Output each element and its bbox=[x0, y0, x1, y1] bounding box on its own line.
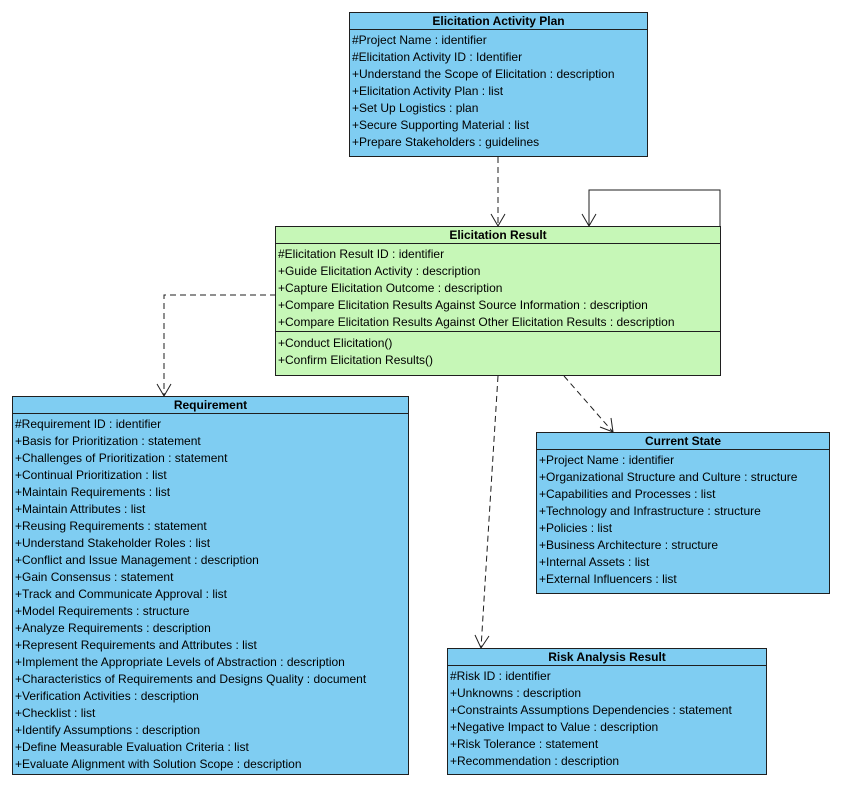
class-attribute: +Constraints Assumptions Dependencies : … bbox=[450, 703, 732, 717]
class-attribute: +Organizational Structure and Culture : … bbox=[539, 470, 798, 484]
operation-list: +Conduct Elicitation() +Confirm Elicitati… bbox=[276, 331, 720, 369]
class-attribute: +Reusing Requirements : statement bbox=[15, 519, 207, 533]
class-attribute: +Risk Tolerance : statement bbox=[450, 737, 599, 751]
class-attribute: #Project Name : identifier bbox=[352, 33, 487, 47]
class-attribute: +Prepare Stakeholders : guidelines bbox=[352, 135, 540, 149]
class-attribute: +Technology and Infrastructure : structu… bbox=[539, 504, 761, 518]
class-attribute: +Policies : list bbox=[539, 521, 613, 535]
class-attribute: +Understand the Scope of Elicitation : d… bbox=[352, 67, 615, 81]
class-attribute: +Negative Impact to Value : description bbox=[450, 720, 659, 734]
class-attribute: #Elicitation Result ID : identifier bbox=[278, 247, 445, 261]
dependency-result-to-current-state bbox=[563, 375, 614, 433]
class-elicitation-result[interactable]: Elicitation Result #Elicitation Result I… bbox=[275, 226, 721, 376]
class-attribute: +Capture Elicitation Outcome : descripti… bbox=[278, 281, 503, 295]
class-operation: +Confirm Elicitation Results() bbox=[278, 353, 434, 367]
dependency-result-to-requirement bbox=[163, 294, 276, 396]
class-attribute: +Track and Communicate Approval : list bbox=[15, 587, 227, 601]
class-attribute: +Maintain Requirements : list bbox=[15, 485, 171, 499]
class-attribute: #Risk ID : identifier bbox=[450, 669, 551, 683]
dependency-result-to-risk bbox=[480, 375, 499, 649]
class-title: Current State bbox=[537, 433, 829, 450]
class-attribute: +Understand Stakeholder Roles : list bbox=[15, 536, 211, 550]
class-attribute: +Conflict and Issue Management : descrip… bbox=[15, 553, 259, 567]
class-title: Requirement bbox=[13, 397, 408, 414]
class-attribute: +Elicitation Activity Plan : list bbox=[352, 84, 504, 98]
attribute-list: +Project Name : identifier +Organizationa… bbox=[537, 450, 829, 588]
class-attribute: +Unknowns : description bbox=[450, 686, 582, 700]
class-attribute: #Elicitation Activity ID : Identifier bbox=[352, 50, 523, 64]
attribute-list: #Elicitation Result ID : identifier +Guid… bbox=[276, 244, 720, 331]
attribute-list: #Requirement ID : identifier +Basis for P… bbox=[13, 414, 408, 773]
class-attribute: +Business Architecture : structure bbox=[539, 538, 719, 552]
class-attribute: +Gain Consensus : statement bbox=[15, 570, 174, 584]
class-attribute: +Guide Elicitation Activity : descriptio… bbox=[278, 264, 481, 278]
class-attribute: +Maintain Attributes : list bbox=[15, 502, 146, 516]
class-attribute: +Checklist : list bbox=[15, 706, 96, 720]
class-attribute: +Evaluate Alignment with Solution Scope … bbox=[15, 757, 302, 771]
class-attribute: +Basis for Prioritization : statement bbox=[15, 434, 201, 448]
class-attribute: +Internal Assets : list bbox=[539, 555, 650, 569]
class-attribute: +Implement the Appropriate Levels of Abs… bbox=[15, 655, 345, 669]
class-requirement[interactable]: Requirement #Requirement ID : identifier… bbox=[12, 396, 409, 775]
class-title: Risk Analysis Result bbox=[448, 649, 766, 666]
class-attribute: +Project Name : identifier bbox=[539, 453, 675, 467]
attribute-list: #Risk ID : identifier +Unknowns : descrip… bbox=[448, 666, 766, 770]
class-attribute: +Characteristics of Requirements and Des… bbox=[15, 672, 367, 686]
class-attribute: +Define Measurable Evaluation Criteria :… bbox=[15, 740, 249, 754]
class-attribute: +Challenges of Prioritization : statemen… bbox=[15, 451, 228, 465]
class-attribute: #Requirement ID : identifier bbox=[15, 417, 162, 431]
class-attribute: +Recommendation : description bbox=[450, 754, 620, 768]
class-elicitation-activity-plan[interactable]: Elicitation Activity Plan #Project Name … bbox=[349, 12, 648, 157]
class-attribute: +Identify Assumptions : description bbox=[15, 723, 201, 737]
self-association-result bbox=[588, 189, 721, 226]
class-attribute: +Set Up Logistics : plan bbox=[352, 101, 479, 115]
class-title: Elicitation Activity Plan bbox=[350, 13, 647, 30]
attribute-list: #Project Name : identifier #Elicitation A… bbox=[350, 30, 647, 151]
class-attribute: +Compare Elicitation Results Against Sou… bbox=[278, 298, 648, 312]
class-attribute: +Verification Activities : description bbox=[15, 689, 199, 703]
class-operation: +Conduct Elicitation() bbox=[278, 336, 393, 350]
class-attribute: +Capabilities and Processes : list bbox=[539, 487, 716, 501]
class-attribute: +External Influencers : list bbox=[539, 572, 677, 586]
class-attribute: +Analyze Requirements : description bbox=[15, 621, 211, 635]
class-attribute: +Continual Prioritization : list bbox=[15, 468, 167, 482]
class-current-state[interactable]: Current State +Project Name : identifier… bbox=[536, 432, 830, 594]
class-title: Elicitation Result bbox=[276, 227, 720, 244]
class-attribute: +Represent Requirements and Attributes :… bbox=[15, 638, 257, 652]
class-risk-analysis-result[interactable]: Risk Analysis Result #Risk ID : identifi… bbox=[447, 648, 767, 775]
class-attribute: +Compare Elicitation Results Against Oth… bbox=[278, 315, 675, 329]
class-attribute: +Model Requirements : structure bbox=[15, 604, 190, 618]
class-attribute: +Secure Supporting Material : list bbox=[352, 118, 530, 132]
